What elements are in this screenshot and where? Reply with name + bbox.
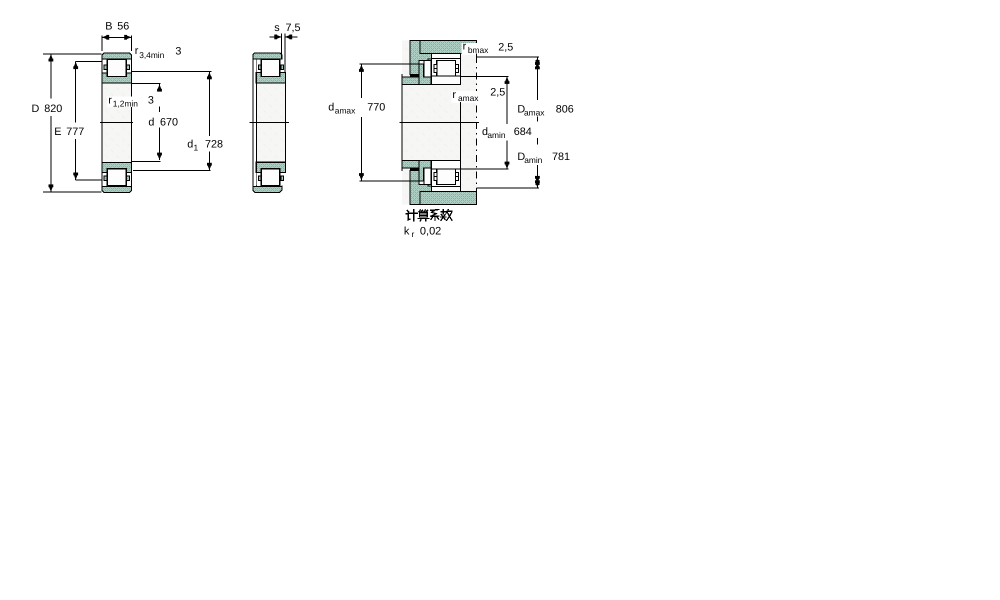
svg-text:B: B bbox=[105, 20, 112, 32]
svg-text:s: s bbox=[274, 22, 280, 34]
svg-text:806: 806 bbox=[556, 103, 574, 115]
svg-text:781: 781 bbox=[552, 151, 570, 163]
svg-text:d: d bbox=[187, 138, 193, 150]
svg-text:D: D bbox=[32, 103, 40, 115]
svg-text:7,5: 7,5 bbox=[286, 22, 301, 34]
svg-text:0,02: 0,02 bbox=[420, 225, 441, 237]
svg-text:d: d bbox=[328, 102, 334, 114]
svg-text:r: r bbox=[452, 89, 456, 101]
svg-text:d: d bbox=[148, 116, 154, 128]
svg-text:r: r bbox=[412, 229, 415, 239]
svg-text:3: 3 bbox=[148, 94, 154, 106]
svg-text:k: k bbox=[404, 225, 410, 237]
svg-text:D: D bbox=[517, 151, 525, 163]
svg-text:3: 3 bbox=[175, 45, 181, 57]
svg-text:r: r bbox=[135, 45, 139, 57]
svg-text:d: d bbox=[482, 126, 488, 138]
svg-text:56: 56 bbox=[117, 20, 129, 32]
svg-text:bmax: bmax bbox=[468, 45, 489, 55]
svg-text:r: r bbox=[463, 41, 467, 53]
svg-text:820: 820 bbox=[44, 103, 62, 115]
svg-text:amin: amin bbox=[487, 130, 505, 140]
svg-text:2,5: 2,5 bbox=[490, 87, 505, 99]
svg-text:amax: amax bbox=[335, 106, 356, 116]
svg-text:770: 770 bbox=[367, 102, 385, 114]
svg-text:amax: amax bbox=[524, 108, 545, 118]
svg-text:670: 670 bbox=[160, 116, 178, 128]
svg-text:r: r bbox=[108, 94, 112, 106]
svg-text:amax: amax bbox=[458, 93, 479, 103]
svg-text:684: 684 bbox=[514, 126, 532, 138]
svg-text:777: 777 bbox=[66, 126, 84, 138]
svg-text:E: E bbox=[54, 126, 61, 138]
svg-text:amin: amin bbox=[524, 155, 542, 165]
svg-text:D: D bbox=[517, 103, 525, 115]
svg-text:2,5: 2,5 bbox=[498, 42, 513, 54]
svg-text:728: 728 bbox=[205, 138, 223, 150]
svg-text:1,2min: 1,2min bbox=[113, 99, 138, 109]
svg-text:3,4min: 3,4min bbox=[139, 50, 164, 60]
svg-text:1: 1 bbox=[194, 142, 199, 152]
